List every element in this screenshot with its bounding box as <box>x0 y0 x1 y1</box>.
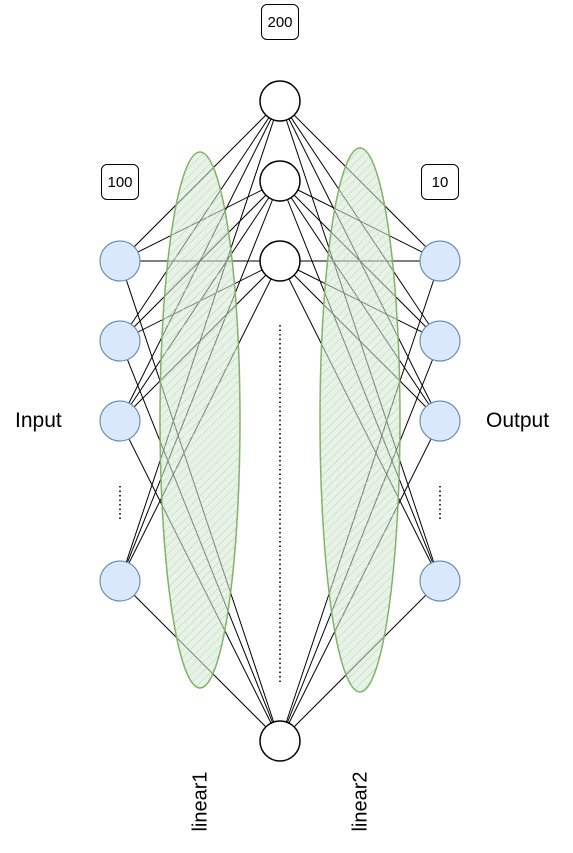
linear2-label: linear2 <box>349 771 372 832</box>
neurons <box>99 80 461 762</box>
output-label: Output <box>486 409 550 432</box>
output-node-1 <box>419 320 461 362</box>
linear1-label: linear1 <box>189 771 212 832</box>
ellipsis-dots <box>119 325 441 683</box>
output-count: 10 <box>431 173 449 191</box>
output-node-2 <box>419 400 461 442</box>
hidden-node-1 <box>259 160 301 202</box>
input-node-3 <box>99 560 141 602</box>
hidden-node-0 <box>259 80 301 122</box>
linear1-ellipse <box>159 151 241 689</box>
input-node-0 <box>99 240 141 282</box>
input-node-1 <box>99 320 141 362</box>
hidden-count: 200 <box>267 13 293 31</box>
hidden-node-3 <box>259 720 301 762</box>
hidden-count-box: 200 <box>261 4 299 40</box>
input-count-box: 100 <box>101 164 139 200</box>
output-node-0 <box>419 240 461 282</box>
input-label: Input <box>15 409 62 432</box>
output-count-box: 10 <box>421 164 459 200</box>
output-node-3 <box>419 560 461 602</box>
input-node-2 <box>99 400 141 442</box>
input-count: 100 <box>107 173 133 191</box>
layer-ellipses <box>159 147 401 693</box>
linear2-ellipse <box>319 147 401 693</box>
hidden-node-2 <box>259 240 301 282</box>
